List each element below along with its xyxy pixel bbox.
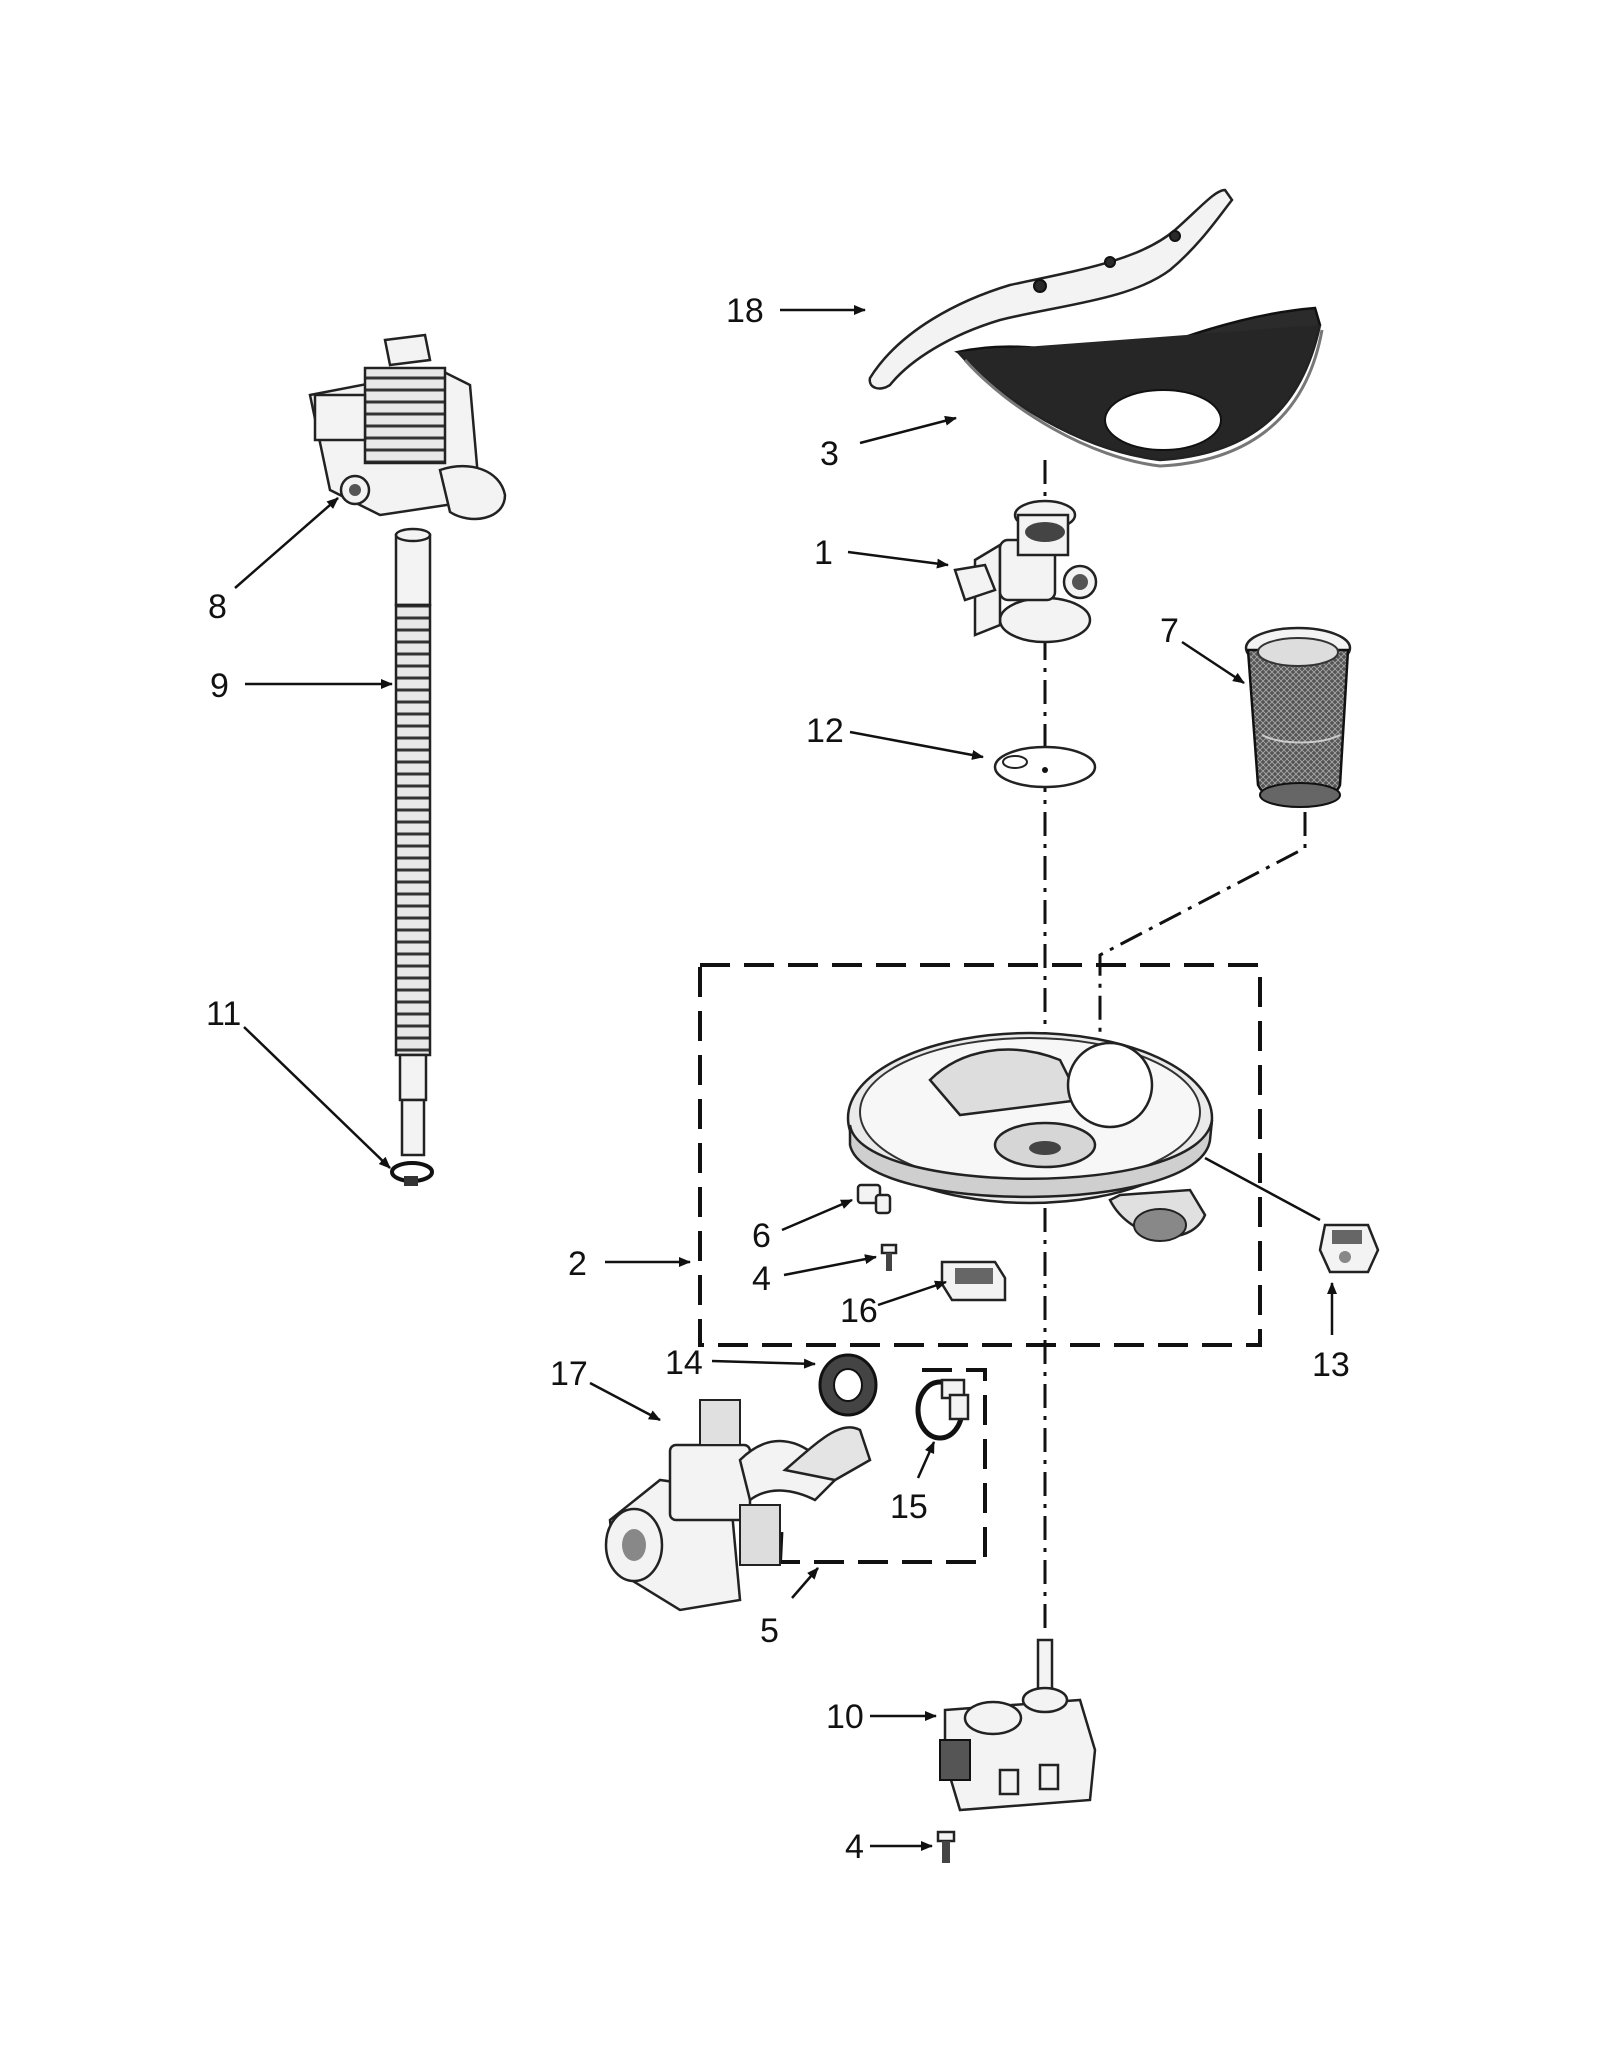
screw-4a-icon xyxy=(880,1243,898,1271)
seal-14-icon xyxy=(818,1353,878,1417)
callout-4a: 4 xyxy=(752,1260,771,1298)
leader-4a xyxy=(783,1254,877,1277)
leader-6 xyxy=(781,1198,853,1232)
leader-5 xyxy=(791,1567,819,1599)
leader-17 xyxy=(589,1381,661,1422)
leader-16 xyxy=(877,1280,947,1307)
callout-14: 14 xyxy=(665,1344,703,1382)
callout-5: 5 xyxy=(760,1612,779,1650)
screw-4b-icon xyxy=(936,1830,956,1863)
callout-11: 11 xyxy=(206,995,241,1033)
callout-8: 8 xyxy=(208,588,227,626)
callout-15: 15 xyxy=(890,1488,928,1526)
clamp-11-icon xyxy=(390,1161,434,1186)
callout-6: 6 xyxy=(752,1217,771,1255)
bracket-6-icon xyxy=(856,1183,892,1215)
leader-1 xyxy=(847,550,949,569)
callout-7: 7 xyxy=(1160,612,1179,650)
hose-9-icon xyxy=(394,527,432,1157)
callout-12: 12 xyxy=(806,712,844,750)
callout-2: 2 xyxy=(568,1245,587,1283)
sump-2-icon xyxy=(846,1031,1214,1242)
clamp-15-icon xyxy=(915,1378,970,1441)
callout-13: 13 xyxy=(1312,1346,1350,1384)
callout-4b: 4 xyxy=(845,1828,864,1866)
leader-3 xyxy=(859,415,957,445)
callout-9: 9 xyxy=(210,667,229,705)
leader-12 xyxy=(849,730,984,760)
leader-7 xyxy=(1181,640,1245,685)
filter-cover-3-icon xyxy=(953,306,1324,468)
leader-15 xyxy=(916,1441,936,1479)
circulation-pump-17-icon xyxy=(604,1399,872,1612)
callout-17: 17 xyxy=(550,1355,588,1393)
spray-arm-18-icon xyxy=(868,188,1234,390)
sump-assembly-boundary xyxy=(698,963,1262,1347)
callout-3: 3 xyxy=(820,435,839,473)
leader-8 xyxy=(234,497,339,589)
center-line-filter xyxy=(1098,812,1307,1090)
callout-18: 18 xyxy=(726,292,764,330)
drain-pump-8-icon xyxy=(308,333,507,521)
sensor-13-icon xyxy=(1318,1223,1380,1274)
diverter-1-icon xyxy=(953,499,1098,644)
leader-13b xyxy=(1204,1156,1321,1222)
leader-14 xyxy=(711,1358,816,1369)
filter-7-icon xyxy=(1244,626,1352,808)
callout-10: 10 xyxy=(826,1698,864,1736)
callout-16: 16 xyxy=(840,1292,878,1330)
callout-1: 1 xyxy=(814,534,833,572)
motor-10-icon xyxy=(939,1638,1097,1812)
disc-12-icon xyxy=(993,745,1097,789)
connector-16-icon xyxy=(940,1260,1007,1302)
leader-11 xyxy=(243,1026,391,1169)
